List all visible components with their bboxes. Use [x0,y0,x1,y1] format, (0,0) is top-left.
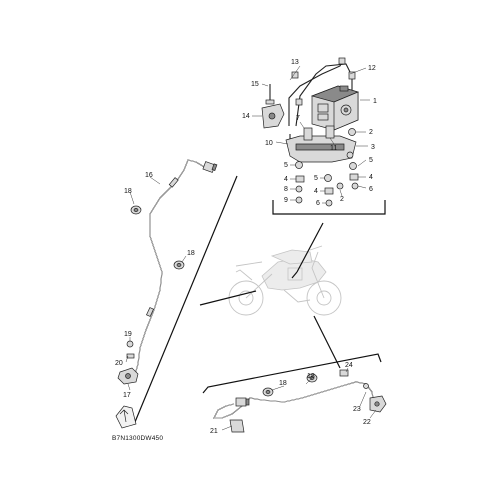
svg-text:13: 13 [291,59,299,66]
clamp-20 [126,353,135,359]
bracket-21 [229,419,245,433]
damper-11 [325,125,335,139]
rear-sensor-coupler [235,397,247,407]
bolt-2b [336,182,344,190]
abs-unit-group: 1 2 3 5 4 6 12 13 15 14 10 7 11 5 4 8 9 … [242,57,377,207]
rear-group-bracket [202,353,382,394]
pointer-line-abs [296,222,324,273]
fitting-15 [295,98,303,106]
svg-text:18: 18 [124,188,132,195]
front-sensor-group: 16 18 18 19 20 17 [115,159,218,399]
bolt-23 [363,383,369,389]
svg-text:5: 5 [284,162,288,169]
svg-text:24: 24 [345,362,353,369]
reference-code: B7N1300DW450 [112,435,163,442]
nut-9 [295,196,303,204]
fitting-12a [338,57,346,65]
svg-text:5: 5 [369,157,373,164]
svg-text:9: 9 [284,197,288,204]
grommet-4c [349,173,359,181]
fitting-12b [348,71,356,80]
bolt-5c [346,151,354,159]
harness-sleeve [146,307,154,317]
pointer-line-front [199,290,257,306]
svg-text:5: 5 [314,175,318,182]
abs-unit-icon [310,85,360,131]
bolt-19 [126,340,134,348]
abs-group-bracket [272,200,386,215]
svg-text:10: 10 [265,140,273,147]
grommet-18b [173,260,185,270]
bolt-6b [351,182,359,190]
bolt-6a [325,199,333,207]
svg-text:1: 1 [373,98,377,105]
motorcycle-silhouette-icon [228,245,342,316]
collar-5a [295,161,303,169]
front-sensor-lead [133,159,207,379]
collar-5b [324,174,332,182]
pointer-line-abs-tip [291,271,298,279]
svg-text:6: 6 [316,200,320,207]
grommet-18c [262,387,274,397]
svg-text:4: 4 [369,174,373,181]
svg-text:18: 18 [307,373,315,380]
svg-text:21: 21 [210,428,218,435]
svg-text:23: 23 [353,406,361,413]
joint-block-port [268,112,276,120]
svg-text:2: 2 [369,129,373,136]
bracket-slot [295,143,345,151]
collar-5c [349,162,357,170]
svg-text:18: 18 [279,380,287,387]
pointer-line-rear [313,315,341,369]
washer-8 [295,185,303,193]
svg-text:16: 16 [145,172,153,179]
harness-sleeve [168,177,179,188]
svg-text:3: 3 [371,144,375,151]
front-group-divider [134,175,238,423]
damper-7 [303,127,313,141]
svg-text:15: 15 [251,81,259,88]
grommet-4b [324,187,334,195]
bolt-15-head [265,99,275,105]
svg-text:6: 6 [369,186,373,193]
svg-text:2: 2 [340,196,344,203]
svg-text:17: 17 [123,392,131,399]
rear-sensor-group: 18 18 24 23 22 21 [210,362,387,435]
svg-text:4: 4 [284,176,288,183]
grommet-18a [130,205,142,215]
svg-text:8: 8 [284,186,288,193]
svg-text:7: 7 [296,115,300,122]
svg-text:19: 19 [124,331,132,338]
clip-24 [339,369,349,377]
grommet-4a [295,175,305,183]
svg-text:4: 4 [314,188,318,195]
bolt-2 [348,128,356,136]
svg-text:11: 11 [330,145,337,152]
direction-arrow-icon [115,405,137,429]
fitting-13 [291,71,299,79]
svg-text:22: 22 [363,419,371,426]
svg-text:20: 20 [115,360,123,367]
svg-text:18: 18 [187,250,195,257]
svg-text:14: 14 [242,113,250,120]
svg-text:12: 12 [368,65,376,72]
